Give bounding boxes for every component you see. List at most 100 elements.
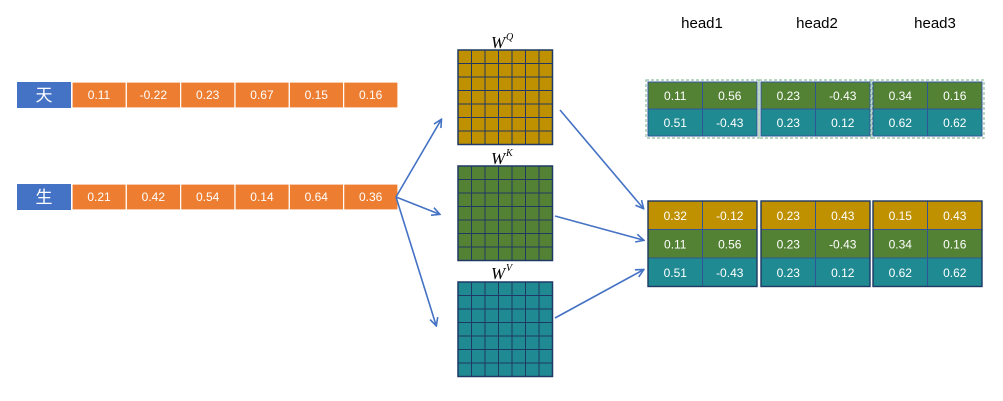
head-value: 0.23 xyxy=(777,238,801,252)
top-head-group: 0.11 0.56 0.51 -0.43 xyxy=(645,79,760,139)
head-value: -0.43 xyxy=(829,89,857,103)
input-value: 0.67 xyxy=(250,88,274,102)
head-value: 0.51 xyxy=(664,116,688,130)
input-value: 0.23 xyxy=(196,88,220,102)
head-cell xyxy=(872,257,928,287)
input-value: 0.64 xyxy=(305,190,329,204)
arrow-to-wq xyxy=(395,120,441,198)
head-label: head2 xyxy=(796,15,838,32)
input-arrows xyxy=(395,120,441,325)
input-value: 0.42 xyxy=(142,190,166,204)
matrix-cell xyxy=(538,130,553,145)
arrow-from-wv xyxy=(554,270,643,319)
head-labels: head1 head2 head3 xyxy=(681,15,956,32)
input-value: 0.16 xyxy=(359,88,383,102)
head-value: 0.62 xyxy=(889,266,913,280)
matrix-cell xyxy=(538,362,553,377)
head-label: head1 xyxy=(681,15,723,32)
head-value: 0.62 xyxy=(889,116,913,130)
head-value: 0.23 xyxy=(777,209,801,223)
input-cell xyxy=(125,81,182,109)
arrow-to-wv xyxy=(395,196,436,325)
input-cell xyxy=(180,183,236,211)
dashed-frame xyxy=(758,79,873,139)
head-value: 0.11 xyxy=(664,89,687,103)
input-cell xyxy=(125,183,182,211)
matrix-frame xyxy=(457,281,554,378)
head-value: -0.43 xyxy=(716,266,744,280)
head-value: 0.56 xyxy=(718,238,742,252)
head-cell xyxy=(760,200,816,230)
head-value: 0.23 xyxy=(777,116,801,130)
input-value: -0.22 xyxy=(140,88,168,102)
head-value: -0.43 xyxy=(829,238,857,252)
input-row-1: 天 0.11 -0.22 0.23 0.67 0.15 0.16 xyxy=(17,81,399,109)
head-value: -0.12 xyxy=(716,209,744,223)
head-value: 0.32 xyxy=(664,209,688,223)
top-head-group: 0.23 -0.43 0.23 0.12 xyxy=(758,79,873,139)
char-cell xyxy=(17,184,71,210)
head-value: 0.43 xyxy=(943,209,967,223)
group-frame xyxy=(647,200,758,288)
head-label: head3 xyxy=(914,15,956,32)
head-value: 0.56 xyxy=(718,89,742,103)
top-head-group: 0.34 0.16 0.62 0.62 xyxy=(870,79,985,139)
matrix-label: W xyxy=(491,264,507,283)
head-value: 0.23 xyxy=(777,266,801,280)
head-value: -0.43 xyxy=(716,116,744,130)
char-label: 生 xyxy=(36,188,53,208)
matrix-label-superscript: Q xyxy=(506,32,514,43)
input-value: 0.21 xyxy=(87,190,111,204)
head-value: 0.34 xyxy=(889,238,913,252)
head-value: 0.51 xyxy=(664,266,688,280)
head-value: 0.16 xyxy=(943,89,967,103)
head-cell xyxy=(927,257,983,287)
char-cell xyxy=(17,82,71,108)
input-value: 0.11 xyxy=(88,88,111,102)
head-value: 0.12 xyxy=(831,116,855,130)
input-cell xyxy=(288,183,345,211)
head-cell xyxy=(647,81,703,110)
input-cell xyxy=(234,183,290,211)
head-cell xyxy=(815,229,871,259)
input-cell xyxy=(288,81,345,109)
arrow-from-wk xyxy=(554,215,643,240)
dashed-frame xyxy=(870,79,985,139)
head-cell xyxy=(760,229,816,259)
head-value: 0.62 xyxy=(943,266,967,280)
head-cell xyxy=(647,108,703,137)
input-cell xyxy=(71,183,127,211)
matrix-label: W xyxy=(491,33,507,52)
head-value: 0.62 xyxy=(943,116,967,130)
char-label: 天 xyxy=(36,86,53,106)
head-value: 0.15 xyxy=(889,209,913,223)
matrix-label: W xyxy=(491,149,507,168)
bottom-head-group: 0.15 0.43 0.34 0.16 0.62 0.62 xyxy=(872,200,983,288)
head-value: 0.16 xyxy=(943,238,967,252)
arrow-to-wk xyxy=(395,196,439,214)
head-value: 0.12 xyxy=(831,266,855,280)
matrix-label-superscript: V xyxy=(506,263,514,274)
group-frame xyxy=(872,200,983,288)
head-value: 0.34 xyxy=(889,89,913,103)
head-cell xyxy=(815,257,871,287)
head-cell xyxy=(760,257,816,287)
matrix-label-superscript: K xyxy=(505,148,514,159)
input-cell xyxy=(180,81,236,109)
output-arrows xyxy=(554,109,643,319)
input-cell xyxy=(234,81,290,109)
input-value: 0.54 xyxy=(196,190,220,204)
input-value: 0.15 xyxy=(305,88,329,102)
head-cell xyxy=(702,108,758,137)
head-cell xyxy=(815,108,871,137)
head-value: 0.23 xyxy=(777,89,801,103)
head-value: 0.43 xyxy=(831,209,855,223)
head-cell xyxy=(760,108,816,137)
head-cell xyxy=(872,229,928,259)
